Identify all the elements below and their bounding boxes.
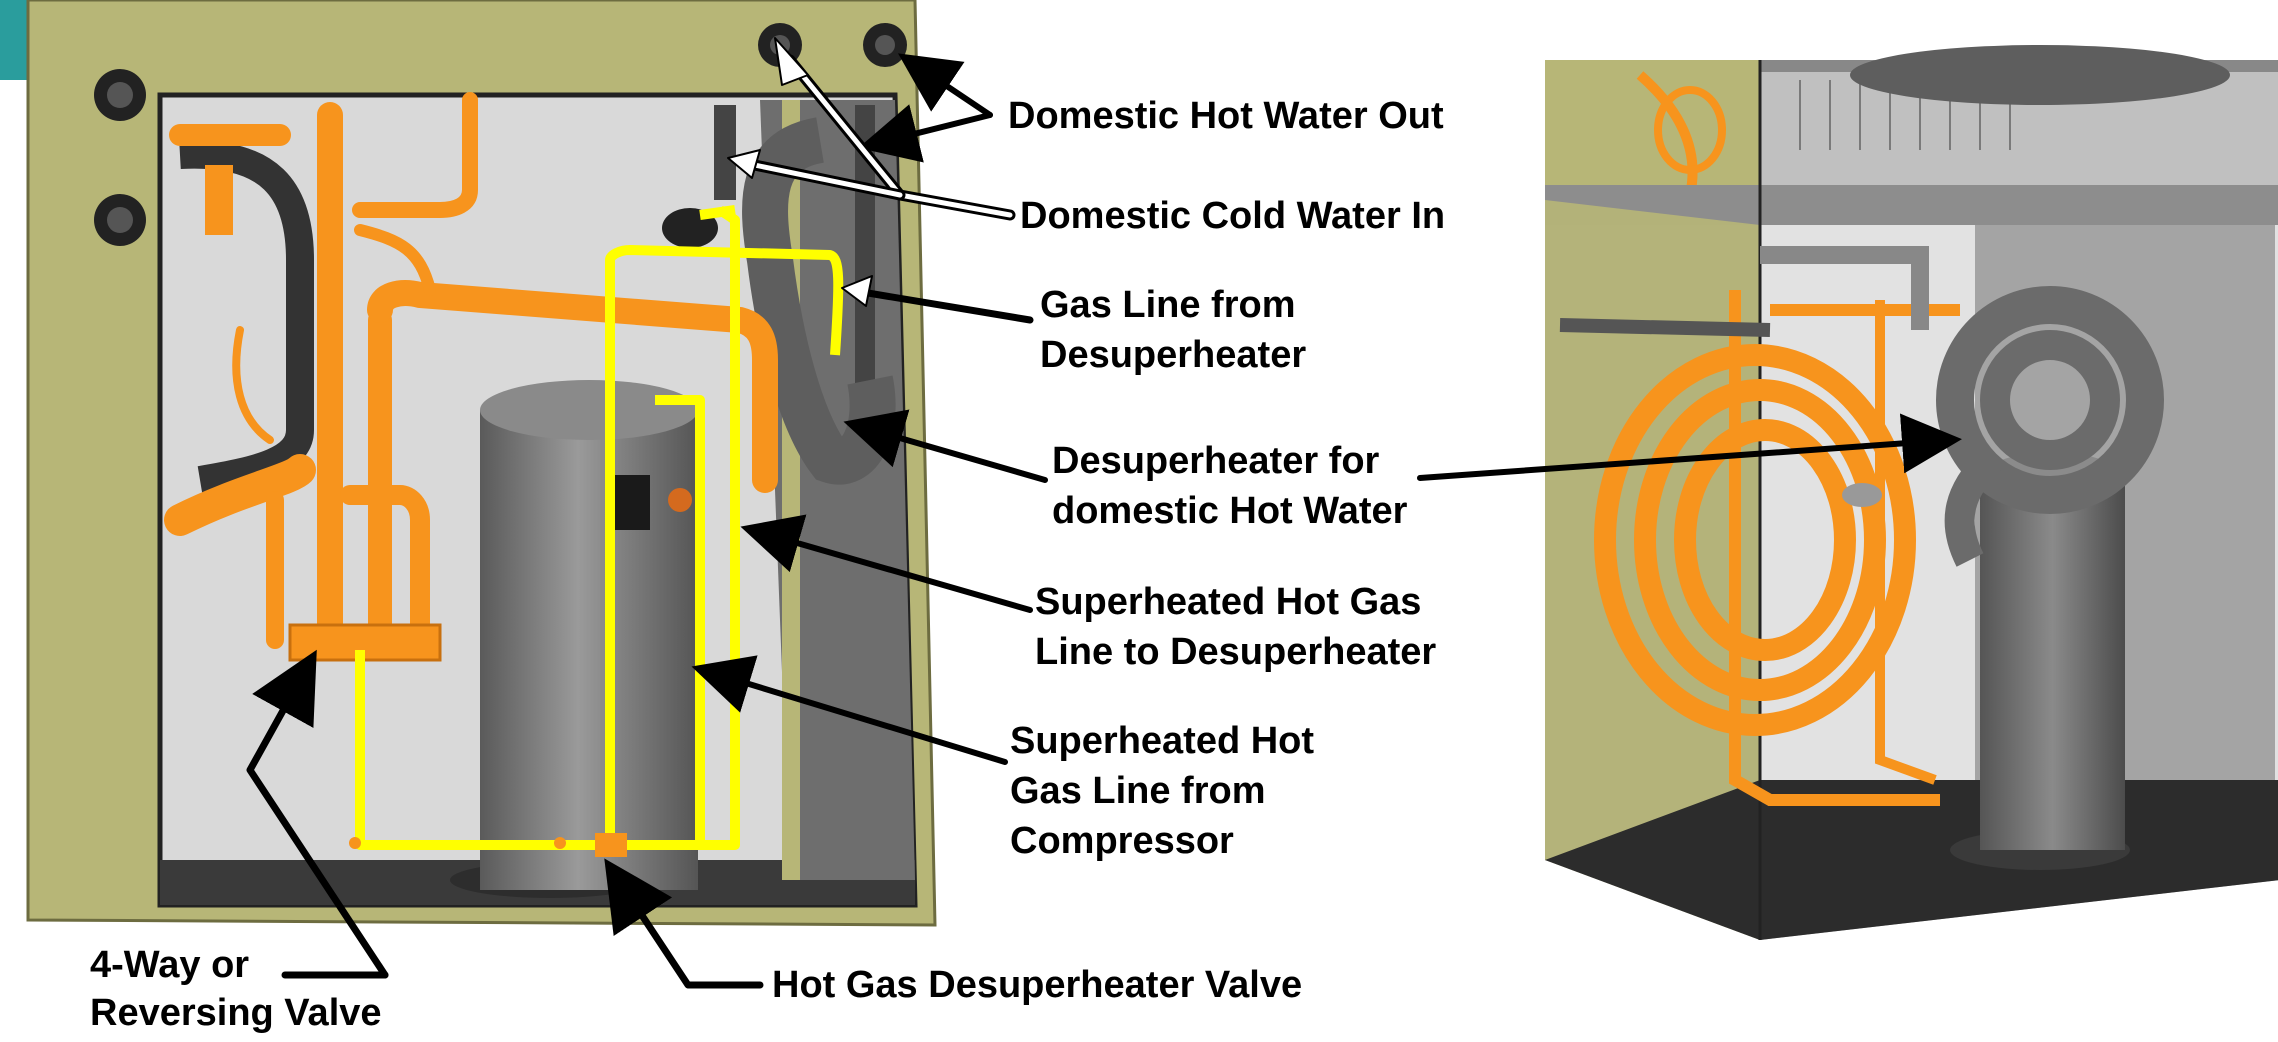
desuperheater-coil-right <box>1936 286 2164 567</box>
label-hot-gas-desuperheater-valve: Hot Gas Desuperheater Valve <box>772 964 1303 1006</box>
arrow-sh-to <box>740 514 1033 613</box>
arrow-desup-left <box>843 409 1048 483</box>
arrow-desup-right <box>1417 413 1962 481</box>
label-4way-1: 4-Way or <box>90 944 250 986</box>
label-sh-from-2: Gas Line from <box>1010 770 1266 812</box>
label-gas-line-1: Gas Line from <box>1040 284 1296 326</box>
label-sh-from-3: Compressor <box>1010 820 1234 862</box>
arrow-4way <box>246 649 389 979</box>
arrow-dhw-out-1 <box>898 53 993 118</box>
label-desuperheater-2: domestic Hot Water <box>1052 490 1408 532</box>
arrow-gas-line <box>846 286 1034 324</box>
label-sh-to-2: Line to Desuperheater <box>1035 631 1437 673</box>
label-domestic-hot-water-out: Domestic Hot Water Out <box>1008 95 1444 137</box>
compressor <box>450 380 698 898</box>
callout-arrows <box>246 37 1962 989</box>
label-sh-from-1: Superheated Hot <box>1010 720 1315 762</box>
label-domestic-cold-water-in: Domestic Cold Water In <box>1020 195 1446 237</box>
arrow-hgdv <box>604 858 764 989</box>
label-gas-line-2: Desuperheater <box>1040 334 1307 376</box>
hot-gas-desuperheater-valve-body <box>595 833 627 857</box>
suction-line <box>179 140 314 494</box>
label-4way-2: Reversing Valve <box>90 992 382 1034</box>
label-desuperheater-1: Desuperheater for <box>1052 440 1380 482</box>
arrow-dhw-out-2 <box>858 104 993 163</box>
label-sh-to-1: Superheated Hot Gas <box>1035 581 1422 623</box>
right-unit-cutaway <box>1545 45 2278 940</box>
arrow-sh-from <box>691 655 1008 765</box>
left-unit-cutaway <box>0 0 937 927</box>
